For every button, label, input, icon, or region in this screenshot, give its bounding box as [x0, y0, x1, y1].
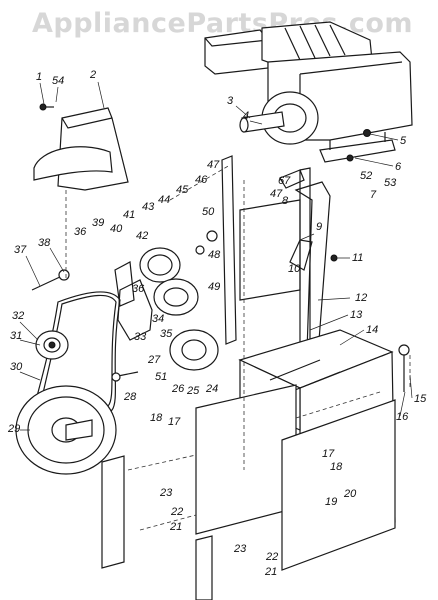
callout-32: 32 — [12, 310, 24, 322]
engine — [204, 21, 413, 163]
callout-28: 28 — [123, 391, 137, 403]
callout-26: 26 — [171, 383, 185, 395]
callout-52: 52 — [360, 170, 372, 182]
callout-30: 30 — [10, 361, 23, 373]
callout-11: 11 — [352, 252, 363, 264]
callout-40: 40 — [110, 223, 123, 235]
callout-21b: 21 — [264, 566, 277, 578]
callout-25: 25 — [186, 385, 200, 397]
large-pulley — [15, 385, 117, 475]
callout-7: 7 — [370, 189, 377, 201]
side-panel-left — [101, 384, 297, 600]
callout-29: 29 — [7, 423, 20, 435]
callout-47-top: 47 — [207, 159, 220, 171]
pulley-guard — [33, 103, 129, 191]
callout-43: 43 — [142, 201, 155, 213]
callout-39: 39 — [92, 217, 104, 229]
callout-67: 67 — [278, 175, 291, 187]
callout-23: 23 — [159, 487, 173, 499]
callout-8: 8 — [282, 195, 289, 207]
callout-12: 12 — [355, 292, 367, 304]
callout-37: 37 — [14, 244, 27, 256]
callout-49: 49 — [208, 281, 220, 293]
callout-23b: 23 — [233, 543, 247, 555]
callout-21: 21 — [169, 521, 182, 533]
callout-45: 45 — [176, 184, 189, 196]
callout-16: 16 — [396, 411, 409, 423]
callout-36: 36 — [74, 226, 87, 238]
callout-38: 38 — [38, 237, 51, 249]
callout-35: 35 — [160, 328, 173, 340]
pulley-cluster — [114, 230, 219, 371]
bolts — [31, 269, 139, 382]
callout-41: 41 — [123, 209, 135, 221]
callout-34: 34 — [152, 313, 164, 325]
callout-17: 17 — [168, 416, 181, 428]
callout-46: 46 — [195, 174, 208, 186]
callout-44: 44 — [158, 194, 170, 206]
callout-42: 42 — [136, 230, 148, 242]
callout-3: 3 — [227, 95, 234, 107]
callout-36b: 36 — [132, 283, 145, 295]
callout-47: 47 — [270, 188, 283, 200]
callout-18: 18 — [150, 412, 163, 424]
callout-4: 4 — [243, 110, 249, 122]
callout-2: 2 — [89, 69, 96, 81]
callout-17b: 17 — [322, 448, 335, 460]
callout-1: 1 — [36, 71, 42, 83]
callout-31: 31 — [10, 330, 22, 342]
side-panel-right — [281, 391, 396, 571]
callout-24: 24 — [205, 383, 218, 395]
callout-22b: 22 — [265, 551, 278, 563]
callout-14: 14 — [366, 324, 378, 336]
callout-15: 15 — [414, 393, 427, 405]
callout-22: 22 — [170, 506, 183, 518]
callout-27: 27 — [147, 354, 161, 366]
callout-48: 48 — [208, 249, 221, 261]
callout-9: 9 — [316, 221, 322, 233]
callout-51: 51 — [155, 371, 167, 383]
callout-18b: 18 — [330, 461, 343, 473]
assembly-lines — [65, 164, 411, 470]
callout-5: 5 — [400, 135, 407, 147]
callout-labels: 1 54 2 3 4 5 6 53 52 7 47 46 67 47 8 45 … — [7, 69, 427, 578]
callout-20: 20 — [343, 488, 357, 500]
leader-lines — [19, 81, 413, 431]
callout-6: 6 — [395, 161, 402, 173]
callout-53: 53 — [384, 177, 397, 189]
callout-10: 10 — [288, 263, 301, 275]
callout-13: 13 — [350, 309, 363, 321]
callout-54: 54 — [52, 75, 64, 87]
small-pulley — [35, 330, 69, 360]
callout-50: 50 — [202, 206, 215, 218]
callout-19: 19 — [325, 496, 337, 508]
callout-33: 33 — [134, 331, 147, 343]
